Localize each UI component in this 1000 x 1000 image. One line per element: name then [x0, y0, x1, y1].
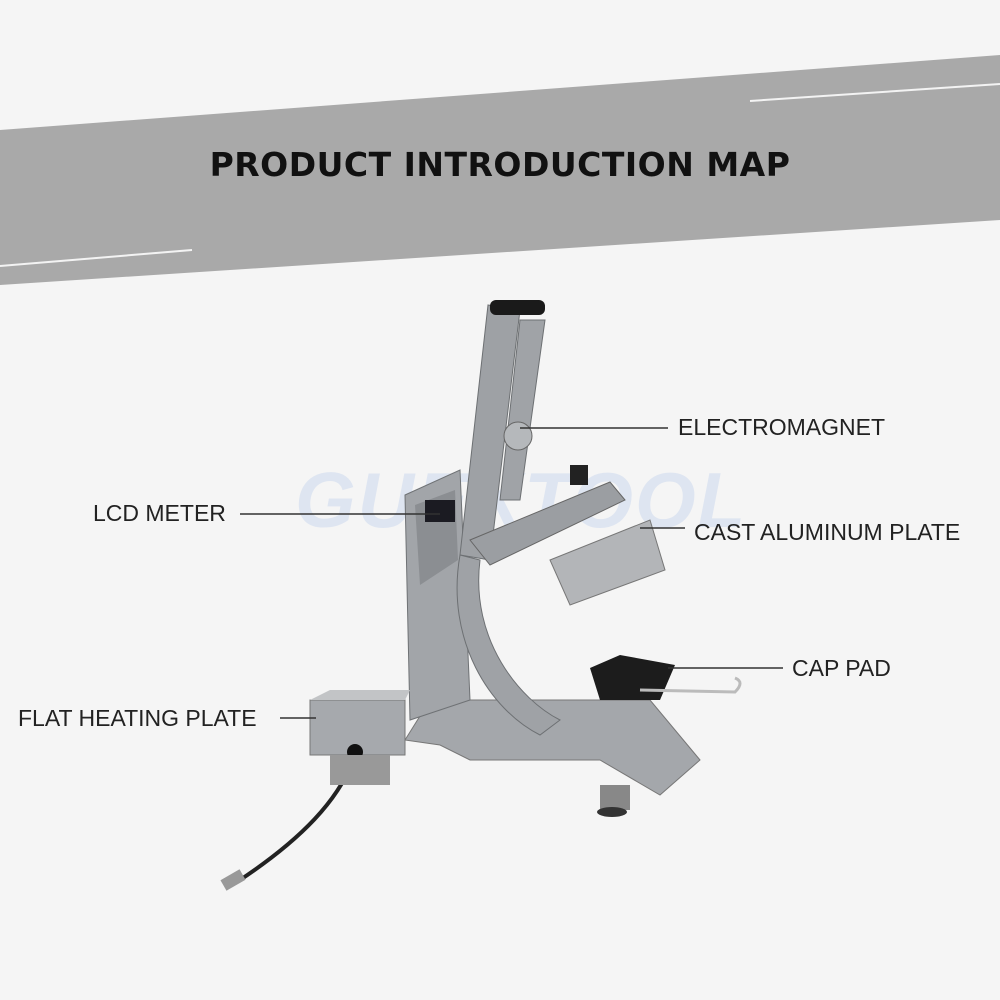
page-title: PRODUCT INTRODUCTION MAP [209, 145, 791, 184]
label-cap-pad: CAP PAD [792, 655, 891, 681]
label-flat-heating-plate: FLAT HEATING PLATE [18, 705, 257, 731]
title-banner [0, 55, 1000, 285]
label-lcd-meter: LCD METER [93, 500, 226, 526]
label-electromagnet: ELECTROMAGNET [678, 414, 886, 440]
label-cast-aluminum-plate: CAST ALUMINUM PLATE [694, 519, 961, 545]
